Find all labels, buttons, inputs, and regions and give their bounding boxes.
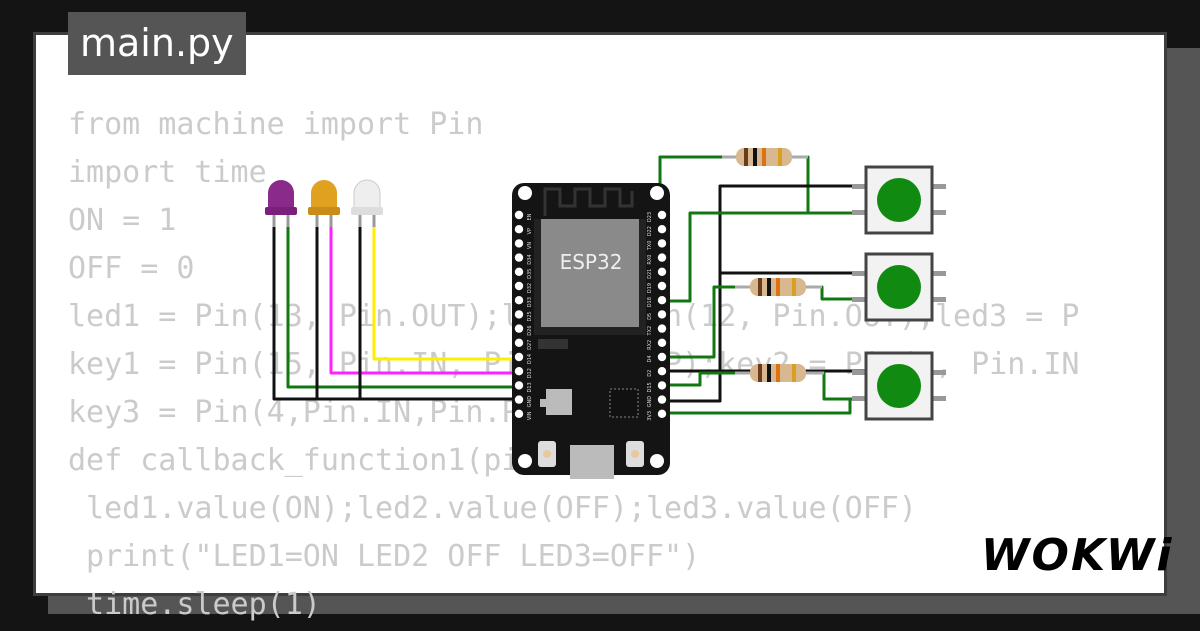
pin-hole (514, 267, 524, 276)
led1 (265, 180, 297, 227)
pin-label: VP (527, 228, 533, 234)
code-line: OFF = 0 (68, 251, 195, 286)
pin-hole (657, 296, 667, 305)
pin-label: D14 (527, 354, 533, 364)
pin-hole (514, 338, 524, 347)
code-line: def callback_function1(pin): (68, 443, 574, 478)
pin-label: D5 (647, 313, 653, 320)
pin-label: D13 (527, 382, 533, 392)
pin-label: D35 (527, 269, 533, 279)
pin-label: D18 (647, 297, 653, 307)
pin-label: RX0 (647, 255, 653, 265)
pin-label: D4 (647, 355, 653, 362)
wire-led3-anode (372, 227, 518, 361)
pin-hole (514, 352, 524, 362)
wire-r3-btn3 (806, 371, 866, 401)
pin-hole (657, 267, 667, 276)
wire-btn1-d (660, 211, 808, 303)
pin-hole (657, 239, 667, 248)
regulator (546, 389, 572, 415)
pin-hole (657, 367, 667, 376)
pin-hole (657, 395, 667, 404)
code-line: led1.value(ON);led2.value(OFF);led3.valu… (68, 491, 917, 526)
esp32-chip (541, 219, 639, 327)
wire-btn3-d (660, 399, 852, 415)
pin-label: D21 (647, 269, 653, 279)
wokwi-logo: WOKWi (981, 530, 1174, 581)
pin-hole (657, 253, 667, 262)
pin-hole (514, 225, 524, 234)
pin-label: VIN (527, 411, 533, 420)
wire-led2-anode (329, 223, 518, 375)
code-card: from machine import Pin import time ON = 1… (33, 32, 1171, 622)
wire-led1-gnd (272, 223, 518, 401)
pin-hole (657, 324, 667, 333)
pin-label: GND (647, 396, 653, 408)
pin-label: RX2 (647, 340, 653, 350)
pin-hole (514, 395, 524, 404)
pushbutton-2 (852, 252, 946, 322)
pin-hole (514, 324, 524, 333)
pin-hole (514, 239, 524, 248)
pin-hole (657, 409, 667, 418)
code-line: ON = 1 (68, 203, 177, 238)
wire-r2-left (660, 285, 752, 359)
wire-led1-anode (286, 223, 518, 389)
pin-label: D15 (647, 382, 653, 392)
file-name-tab: main.py (68, 12, 246, 75)
pin-label: D25 (527, 311, 533, 321)
code-line: import time (68, 155, 267, 190)
pin-label: 3V3 (647, 411, 653, 421)
pin-hole (657, 338, 667, 347)
pin-label: D19 (647, 283, 653, 293)
pin-hole (514, 281, 524, 291)
pin-label: D22 (647, 226, 653, 236)
pin-hole (514, 310, 524, 319)
code-line: from machine import Pin (68, 107, 484, 142)
led2 (308, 180, 340, 227)
pin-label: D34 (527, 254, 533, 264)
chip-label: ESP32 (560, 250, 623, 274)
pin-label: EN (527, 213, 533, 220)
pushbutton-3 (852, 351, 946, 421)
pin-hole (657, 310, 667, 319)
wire-r3-left (660, 371, 752, 387)
resistor-3 (735, 364, 824, 382)
usb-port (570, 445, 614, 479)
pin-hole (514, 253, 524, 262)
pin-label: TX0 (647, 241, 653, 252)
code-line: print("LED1=ON LED2 OFF LED3=OFF") (68, 539, 701, 574)
resistor-2 (735, 278, 822, 296)
pin-label: D33 (527, 297, 533, 307)
led3 (351, 179, 383, 227)
pin-hole (657, 210, 667, 220)
pin-label: D12 (527, 368, 533, 378)
pin-label: D32 (527, 283, 533, 293)
resistor-1 (722, 148, 808, 166)
pin-label: D23 (647, 212, 653, 222)
wire-btn1-gnd (660, 184, 866, 403)
pin-hole (514, 296, 524, 305)
pin-hole (657, 352, 667, 362)
pin-label: D26 (527, 325, 533, 335)
pin-hole (514, 210, 524, 220)
pin-label: D2 (647, 370, 653, 377)
pin-label: D27 (527, 340, 533, 350)
pin-hole (657, 225, 667, 234)
pin-hole (657, 281, 667, 291)
pushbutton-1 (852, 165, 946, 235)
pin-label: VN (527, 242, 533, 249)
code-line: time.sleep(1) (68, 587, 321, 622)
esp32-board: ESP32 ENVPVND34D35D32D33D25D26D27D14D12D… (512, 183, 670, 479)
pin-label: TX2 (647, 326, 653, 337)
pin-hole (514, 409, 524, 418)
usb-chip (609, 388, 639, 418)
pin-hole (657, 381, 667, 390)
pin-hole (514, 367, 524, 376)
pin-hole (514, 381, 524, 390)
pin-label: GND (527, 396, 533, 408)
